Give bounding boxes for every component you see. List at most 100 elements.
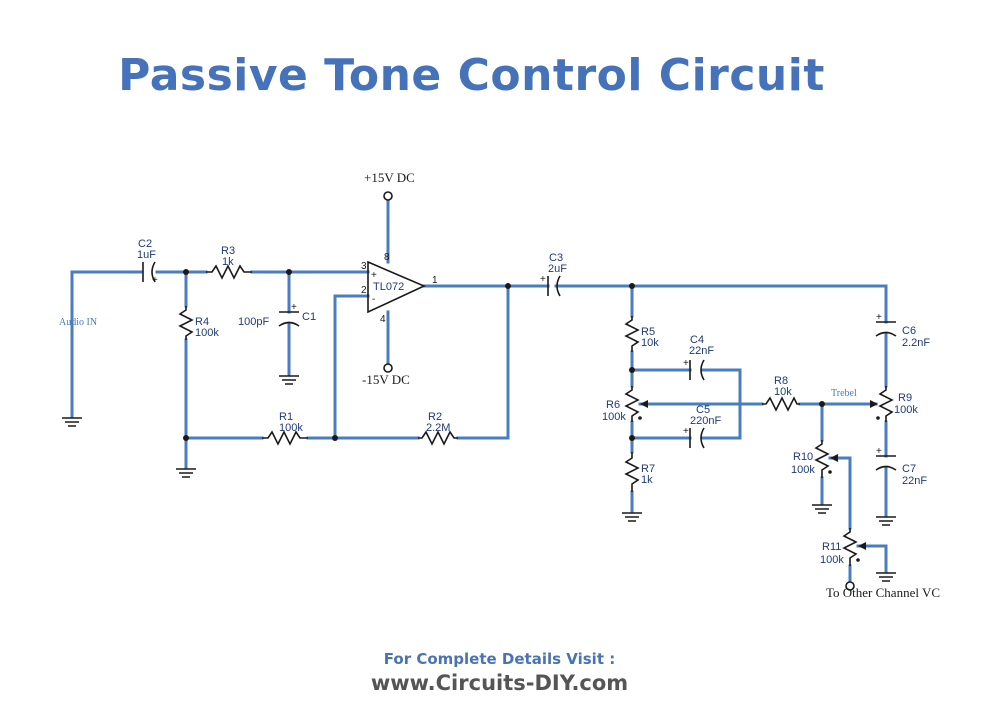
resistor-r2: R2 2.2M xyxy=(418,411,458,446)
wiper-arrow-icon xyxy=(830,454,838,462)
capacitor-plate-icon xyxy=(556,275,561,297)
net-label-audio-in: Audio IN xyxy=(59,317,97,328)
capacitor-plate-icon xyxy=(875,465,897,471)
r10-ref: R10 xyxy=(793,451,813,463)
wire-c4-right xyxy=(700,368,742,440)
resistor-zigzag-icon xyxy=(262,430,308,446)
resistor-r8: R8 10k xyxy=(762,375,800,412)
capacitor-c2: + C2 1uF xyxy=(137,238,158,286)
r5-ref: R5 xyxy=(641,326,655,338)
r11-ref: R11 xyxy=(822,541,841,553)
r8-value: 10k xyxy=(774,386,792,398)
ground-icon xyxy=(176,468,196,478)
capacitor-c7: + C7 22nF xyxy=(875,446,927,487)
c3-ref: C3 xyxy=(549,252,563,264)
c2-ref: C2 xyxy=(138,238,152,250)
capacitor-c4: + C4 22nF xyxy=(683,334,714,381)
capacitor-c6: + C6 2.2nF xyxy=(875,312,930,349)
capacitor-plate-icon xyxy=(700,359,705,381)
r2-ref: R2 xyxy=(428,411,442,423)
c5-polarity: + xyxy=(683,426,689,437)
resistor-zigzag-icon xyxy=(762,396,800,412)
potentiometer-r6: R6 100k xyxy=(602,386,648,423)
junction-dot xyxy=(183,269,189,275)
label-v-minus: -15V DC xyxy=(362,372,410,387)
wire-r10-wiper-r11 xyxy=(828,456,852,530)
opamp-pin-3: 3 xyxy=(361,261,367,272)
page-title: Passive Tone Control Circuit xyxy=(118,50,825,101)
r4-ref: R4 xyxy=(195,316,209,328)
r9-value: 100k xyxy=(894,404,918,416)
c3-value: 2uF xyxy=(548,263,567,275)
pot-dot-icon xyxy=(828,470,832,474)
wiper-arrow-icon xyxy=(870,400,878,408)
c4-ref: C4 xyxy=(690,334,704,346)
junction-dot xyxy=(183,435,189,441)
junction-dot xyxy=(629,367,635,373)
c6-ref: C6 xyxy=(902,325,916,337)
opamp-plus-sign: + xyxy=(371,270,377,281)
potentiometer-zigzag-icon xyxy=(842,528,858,566)
vplus-terminal-icon xyxy=(383,191,393,201)
capacitor-c1: + C1 100pF xyxy=(238,302,316,328)
label-v-plus: +15V DC xyxy=(364,170,415,185)
c7-polarity: + xyxy=(876,446,882,457)
net-label-treble: Trebel xyxy=(831,388,857,399)
opamp-minus-sign: - xyxy=(372,294,375,305)
r4-value: 100k xyxy=(195,327,219,339)
potentiometer-r9: R9 100k xyxy=(870,386,918,422)
ground-symbols xyxy=(62,375,896,582)
wire-r2-output xyxy=(456,284,510,440)
ground-icon xyxy=(812,504,832,514)
potentiometer-zigzag-icon xyxy=(814,440,830,478)
potentiometer-zigzag-icon xyxy=(624,386,640,422)
vminus-terminal-icon xyxy=(383,363,393,373)
r6-value: 100k xyxy=(602,411,626,423)
capacitor-plate-icon xyxy=(700,427,705,449)
opamp-tl072: TL072 8 3 2 4 1 + - xyxy=(361,252,438,325)
resistor-r7: R7 1k xyxy=(624,452,655,492)
resistor-zigzag-icon xyxy=(206,264,252,280)
ground-icon xyxy=(622,512,642,522)
r7-value: 1k xyxy=(641,474,653,486)
pot-dot-icon xyxy=(638,416,642,420)
resistor-r5: R5 10k xyxy=(624,316,659,352)
junction-dot xyxy=(819,401,825,407)
junction-dots xyxy=(183,269,825,441)
r8-ref: R8 xyxy=(774,375,788,387)
resistor-r1: R1 100k xyxy=(262,411,308,446)
junction-dot xyxy=(286,269,292,275)
c1-ref: C1 xyxy=(302,311,316,323)
output-terminal-icon xyxy=(845,581,855,591)
r1-ref: R1 xyxy=(279,411,293,423)
opamp-pin-8: 8 xyxy=(384,252,390,263)
c1-value: 100pF xyxy=(238,316,269,328)
wire-r11-ground xyxy=(856,544,888,574)
wire-audio-in xyxy=(70,270,143,419)
r9-ref: R9 xyxy=(898,392,912,404)
resistor-zigzag-icon xyxy=(624,316,640,352)
r1-value: 100k xyxy=(279,422,303,434)
r5-value: 10k xyxy=(641,337,659,349)
junction-dot xyxy=(505,283,511,289)
opamp-pin-2: 2 xyxy=(361,285,367,296)
ground-icon xyxy=(876,516,896,526)
r3-ref: R3 xyxy=(221,245,235,257)
c6-polarity: + xyxy=(876,312,882,323)
footer-website-link[interactable]: www.Circuits-DIY.com xyxy=(370,671,629,695)
capacitor-c5: + C5 220nF xyxy=(683,404,721,449)
r2-value: 2.2M xyxy=(426,422,450,434)
junction-dot xyxy=(332,435,338,441)
potentiometer-r10: R10 100k xyxy=(791,440,838,478)
c5-value: 220nF xyxy=(690,415,721,427)
c1-polarity: + xyxy=(291,302,297,313)
r3-value: 1k xyxy=(222,256,234,268)
c5-ref: C5 xyxy=(696,404,710,416)
r11-value: 100k xyxy=(820,554,844,566)
pot-dot-icon xyxy=(876,416,880,420)
c7-ref: C7 xyxy=(902,463,916,475)
opamp-triangle-icon xyxy=(367,260,426,314)
potentiometer-zigzag-icon xyxy=(878,386,894,422)
